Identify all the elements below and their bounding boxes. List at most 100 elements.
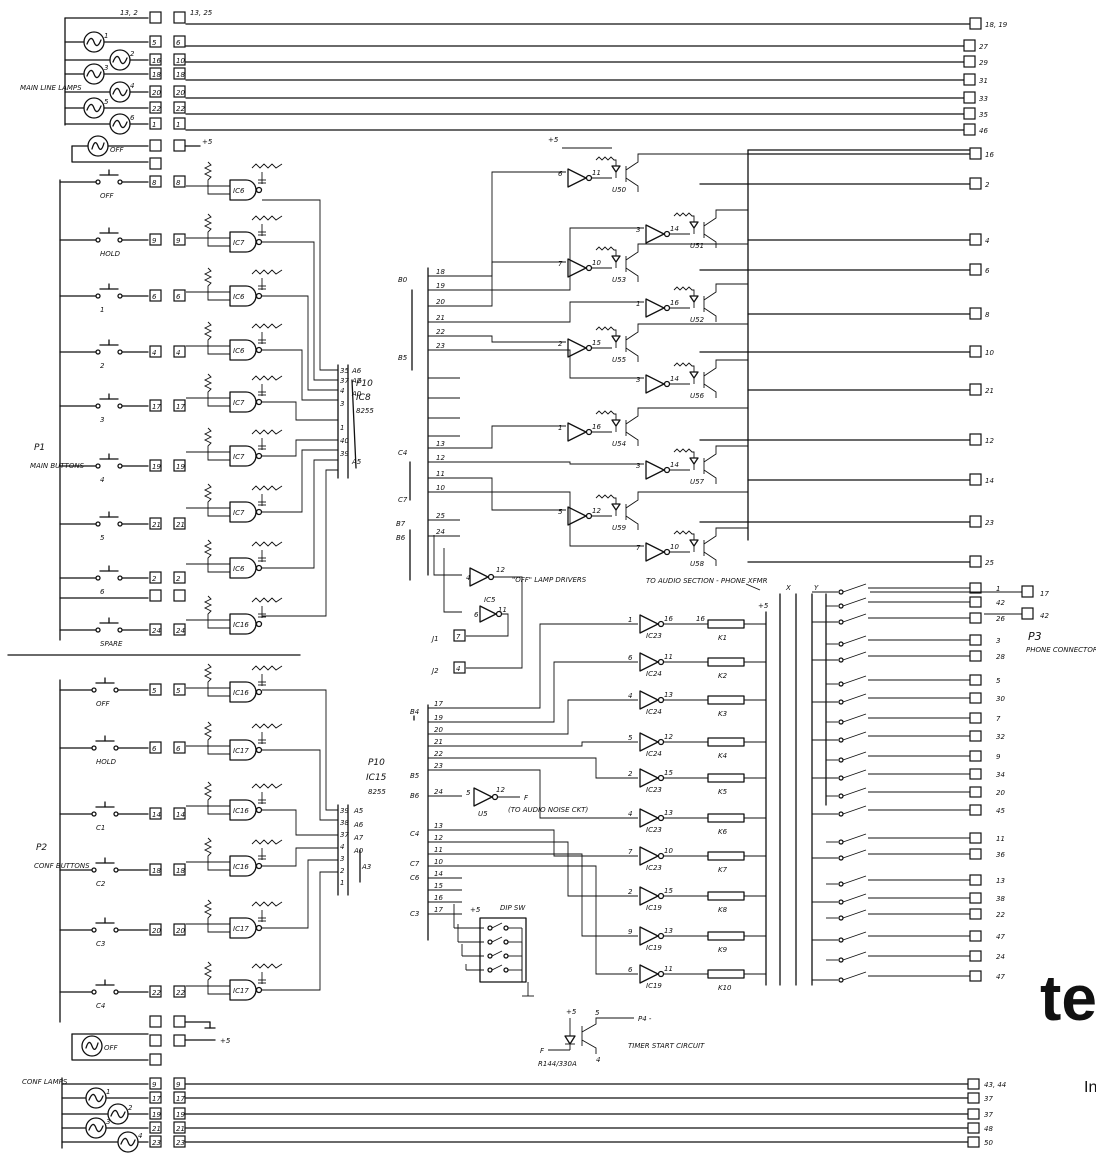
main-button-pin-b-9-label: 24 xyxy=(176,627,185,635)
main-button-pin-a-8 xyxy=(149,571,162,584)
conf-output-label-4: 48 xyxy=(984,1125,993,1133)
conf-output-label-5: 50 xyxy=(984,1139,993,1147)
right-output-label-8: 16 xyxy=(985,151,994,159)
svg-text:16: 16 xyxy=(664,615,673,623)
bus-top-pin-9: 11 xyxy=(436,470,445,478)
conf-gate-6-label: IC17 xyxy=(233,987,249,995)
main-lamp-pin-a-3 xyxy=(149,67,162,80)
conf-gate-3 xyxy=(229,799,257,821)
driver-2 xyxy=(645,224,665,244)
main-lamp-pin-a-6-label: 1 xyxy=(152,121,156,129)
driver-label-5: U55 xyxy=(612,356,627,364)
svg-text:3: 3 xyxy=(340,400,344,408)
svg-text:B0: B0 xyxy=(398,276,408,284)
p3-pin-box-14 xyxy=(969,832,982,844)
svg-text:C4: C4 xyxy=(398,449,407,457)
conf-button-pin-a-3-label: 14 xyxy=(152,811,161,819)
audio-note: TO AUDIO SECTION - PHONE XFMR xyxy=(646,577,768,585)
svg-text:39: 39 xyxy=(340,807,349,815)
bus-bottom-pin-2: 19 xyxy=(434,714,443,722)
svg-text:3: 3 xyxy=(636,226,640,234)
p10-ic15-connector: 39 38 37 4 3 2 1 A5 A6 A7 A0 A3 P10 IC15… xyxy=(337,758,387,896)
svg-text:10: 10 xyxy=(670,543,679,551)
right-output-label-16: 14 xyxy=(985,477,994,485)
p3-contact-21 xyxy=(842,971,867,981)
main-lamp-pin-a-4 xyxy=(149,85,162,98)
relay-driver-5 xyxy=(639,768,659,788)
conf-gate-5-label: IC17 xyxy=(233,925,249,933)
conf-lamp-pin-b-1-label: 9 xyxy=(176,1081,181,1089)
right-output-label-10: 4 xyxy=(985,237,989,245)
main-button-label-2: HOLD xyxy=(100,250,121,258)
svg-text:5: 5 xyxy=(595,1009,600,1017)
main-lamp-num-3: 3 xyxy=(104,64,108,72)
svg-text:C6: C6 xyxy=(410,874,420,882)
p3-pin-9: 32 xyxy=(996,733,1005,741)
conf-gate-1 xyxy=(229,681,257,703)
main-lamp-num-4: 4 xyxy=(130,82,134,90)
svg-text:2: 2 xyxy=(340,867,345,875)
driver-label-10: U58 xyxy=(690,560,705,568)
svg-text:A6: A6 xyxy=(351,367,362,375)
main-button-pin-b-8 xyxy=(173,571,186,584)
conf-lamp-pin-a-2 xyxy=(149,1091,162,1104)
right-output-9 xyxy=(969,177,982,190)
svg-text:4: 4 xyxy=(340,387,344,395)
p3-pin-11: 34 xyxy=(996,771,1005,779)
p3-pin-19: 47 xyxy=(996,933,1005,941)
right-output-18 xyxy=(969,555,982,568)
top-pin-right-label: 13, 25 xyxy=(190,9,213,17)
relay-driver-10 xyxy=(639,964,659,984)
main-button-pin-b-9 xyxy=(173,623,186,636)
relay-coil-4 xyxy=(707,737,745,747)
p3-contact-11 xyxy=(842,769,867,779)
bus-top-pin-11: 25 xyxy=(436,512,445,520)
bus-top-pin-1: 18 xyxy=(436,268,445,276)
main-gate-7-label: IC7 xyxy=(233,509,245,517)
p3-pin-box-21 xyxy=(969,970,982,982)
relay-label-7: K7 xyxy=(718,866,728,874)
svg-text:2: 2 xyxy=(558,340,563,348)
main-lamp-pin-b-3 xyxy=(173,67,186,80)
main-lamp-pin-a-6 xyxy=(149,117,162,130)
relay-label-3: K3 xyxy=(718,710,727,718)
svg-text:13: 13 xyxy=(664,691,673,699)
conf-button-pin-a-4-label: 18 xyxy=(152,867,161,875)
bus-top-pin-7: 13 xyxy=(436,440,445,448)
right-output-label-9: 2 xyxy=(985,181,990,189)
svg-text:+5: +5 xyxy=(566,1008,577,1016)
relay-coil-1 xyxy=(707,619,745,629)
main-button-label-4: 2 xyxy=(100,362,105,370)
main-lamp-pin-b-4 xyxy=(173,85,186,98)
svg-text:40: 40 xyxy=(340,437,349,445)
main-lamp-num-2: 2 xyxy=(130,50,135,58)
p10-ic8-connector: 35 37 4 3 1 40 39 A6 A7 A0 A5 P10 IC8 82… xyxy=(337,364,374,479)
driver-10 xyxy=(645,542,665,562)
conf-lamp-num-3: 3 xyxy=(106,1118,110,1126)
conf-lamp-pin-b-1 xyxy=(173,1077,186,1090)
relay-driver-label-9: IC19 xyxy=(646,944,662,952)
main-lamp-pin-a-2-label: 16 xyxy=(152,57,161,65)
svg-text:4: 4 xyxy=(340,843,344,851)
conf-button-label-1: OFF xyxy=(96,700,111,708)
p3-contact-12 xyxy=(842,787,867,797)
x-label: X xyxy=(785,584,791,592)
main-button-pin-a-3 xyxy=(149,289,162,302)
svg-text:A0: A0 xyxy=(351,390,362,398)
off-lamp-top: OFF +5 xyxy=(71,135,213,170)
svg-text:2: 2 xyxy=(628,770,633,778)
driver-label-6: U56 xyxy=(690,392,705,400)
right-output-label-14: 21 xyxy=(985,387,994,395)
p3-contact-5 xyxy=(842,651,867,661)
p4-label: P4 - xyxy=(638,1015,652,1023)
main-button-pin-b-3-label: 6 xyxy=(176,293,181,301)
main-button-pin-a-7 xyxy=(149,517,162,530)
p3-pin-16: 13 xyxy=(996,877,1005,885)
p3-pin-box-10 xyxy=(969,750,982,762)
conf-output-label-3: 37 xyxy=(984,1111,993,1119)
svg-text:7: 7 xyxy=(456,633,461,641)
svg-text:11: 11 xyxy=(498,606,507,614)
